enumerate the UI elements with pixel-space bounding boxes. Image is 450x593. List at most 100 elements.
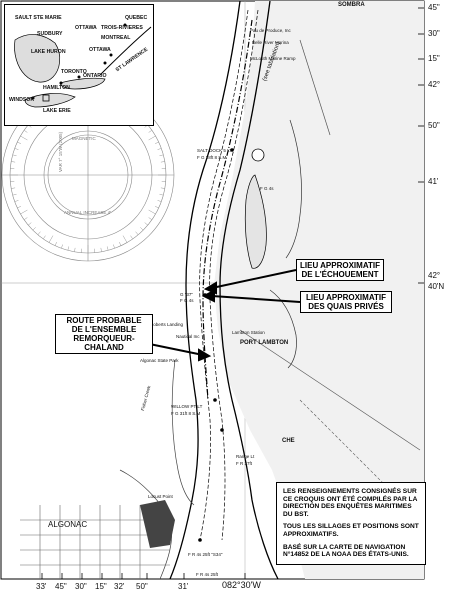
buoy (220, 428, 224, 432)
marker-6 (251, 148, 265, 162)
inset-city-dot (103, 61, 107, 65)
rose-tick (74, 247, 76, 252)
rose-tick (17, 141, 22, 144)
rose-tick (154, 206, 159, 209)
inset-city-dot (109, 53, 113, 57)
rose-label-magnetic: MAGNETIC (72, 136, 96, 141)
inset-city-dot (59, 81, 63, 85)
road-east-2 (239, 329, 421, 451)
place-label: Roberts Landing (150, 322, 184, 327)
rose-tick (148, 135, 156, 141)
rose-tick (159, 193, 164, 196)
note-compilation: LES RENSEIGNEMENTS CONSIGNÉS SUR CE CROQ… (283, 488, 418, 518)
note-box: LES RENSEIGNEMENTS CONSIGNÉS SUR CE CROQ… (276, 482, 426, 565)
buoy (213, 398, 217, 402)
callout-arrows (129, 269, 301, 362)
callout-docks-line1: LIEU APPROXIMATIF (306, 293, 386, 302)
rose-tick (106, 246, 109, 251)
inset-label: MONTREAL (101, 35, 131, 41)
lat-tick: 15" (428, 54, 440, 63)
inset-lake-erie (24, 93, 76, 108)
rose-label-increase: ANNUAL INCREASE 4' (64, 210, 111, 215)
buoy (203, 293, 207, 297)
route-track (202, 19, 253, 401)
rose-tick (100, 247, 102, 252)
place-sombra: SOMBRA (338, 2, 365, 8)
buoy-label: F G 4s (180, 298, 194, 303)
place-label: McLouth Marine Ramp (250, 56, 296, 61)
light-label: F G 4s (260, 186, 274, 191)
callout-grounding-line1: LIEU APPROXIMATIF (300, 261, 380, 270)
place-algonac: ALGONAC (48, 520, 88, 529)
lon-tick: 50" (136, 582, 148, 591)
light-label: F G 31ft 8 S.M (171, 411, 201, 416)
river-east-bank (219, 0, 279, 580)
rose-tick (119, 241, 122, 246)
inset-city-dot (123, 23, 127, 27)
callout-grounding-line2: DE L'ÉCHOUEMENT (301, 270, 379, 279)
rose-tick (160, 161, 165, 163)
rose-tick (48, 235, 54, 243)
buoy-label: G "37" (180, 292, 193, 297)
lon-tick: 15" (95, 582, 107, 591)
rose-tick (54, 241, 57, 246)
lon-tick: 45" (55, 582, 67, 591)
rose-tick (61, 244, 63, 249)
lon-tick: 31' (178, 582, 189, 591)
rose-tick (144, 222, 148, 226)
note-approximate: TOUS LES SILLAGES ET POSITIONS SONT APPR… (283, 523, 419, 538)
inset-lake-huron (14, 34, 61, 83)
rose-tick (20, 209, 28, 215)
road-east (299, 39, 331, 136)
rose-tick (12, 154, 17, 157)
light-label: F G 28ft 8 S.M (197, 155, 227, 160)
inset-label: ONTARIO (83, 73, 107, 79)
place-label: Algonac State Park (140, 358, 179, 363)
inset-st-lawrence (99, 26, 152, 76)
rose-tick (154, 141, 159, 144)
rose-tick (14, 148, 19, 150)
callout-route-line2: DE L'ENSEMBLE (71, 325, 137, 334)
rose-tick (43, 235, 46, 240)
place-label: Belle River Marina (252, 40, 289, 45)
light-label: F R 4s 25ft "S34" (188, 552, 223, 557)
rose-tick (37, 231, 41, 235)
inset-label: QUEBEC (125, 15, 148, 21)
rose-tick (130, 235, 133, 240)
inset-label: TORONTO (61, 69, 87, 75)
shore-west-detail (171, 359, 195, 506)
buoy (198, 538, 202, 542)
rose-tick (148, 217, 153, 220)
rose-tick (148, 209, 156, 215)
rose-tick (11, 161, 16, 163)
inset-map: SAULT STE MARIE SUDBURY OTTAWA QUEBEC TR… (4, 4, 154, 126)
inset-label: SAULT STE MARIE (15, 15, 62, 21)
callout-route-line1: ROUTE PROBABLE (66, 316, 142, 325)
rose-tick (157, 200, 162, 202)
place-label: Nautical Inc (176, 334, 200, 339)
island-east (244, 174, 267, 269)
place-chenal: CHE (282, 438, 295, 444)
marina-algonac (140, 500, 175, 548)
callout-grounding: LIEU APPROXIMATIF DE L'ÉCHOUEMENT (296, 259, 384, 281)
lon-tick: 082°30'W (222, 580, 261, 590)
lat-tick: 41' (428, 177, 439, 186)
rose-label-variation: VAR 7° 15'W (2005) (58, 131, 63, 172)
lat-tick: 42° (428, 80, 441, 89)
callout-route: ROUTE PROBABLE DE L'ENSEMBLE REMORQUEUR-… (55, 314, 153, 354)
rose-tick (23, 217, 28, 220)
light-label: Range Lt (236, 454, 255, 459)
rose-tick (32, 227, 36, 231)
rose-tick (12, 193, 17, 196)
lon-tick: 33' (36, 582, 47, 591)
rose-tick (122, 235, 128, 243)
rose-tick (140, 227, 144, 231)
inset-label: LAKE HURON (31, 49, 66, 55)
buoy (230, 148, 234, 152)
rose-tick (160, 187, 165, 189)
ship-channel-west (199, 9, 249, 541)
place-label: Locust Point (148, 494, 173, 499)
lon-tick: 30" (75, 582, 87, 591)
place-port-lambton: PORT LAMBTON (240, 340, 289, 346)
